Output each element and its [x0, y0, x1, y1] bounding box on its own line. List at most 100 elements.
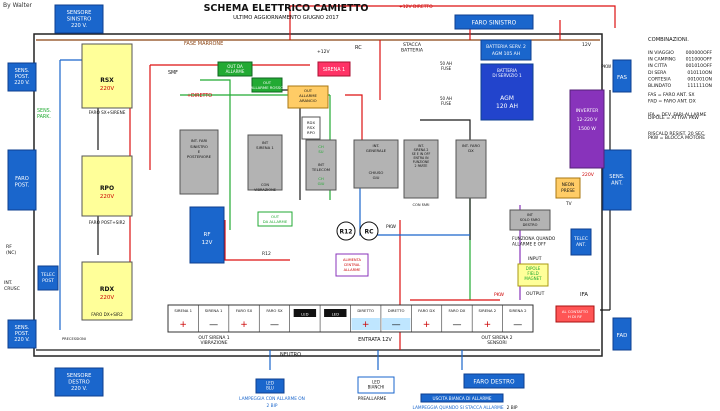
alimenta-central-box [335, 253, 369, 277]
inverter-12v-label: 12V [582, 42, 592, 48]
terminal-polarity: — [452, 320, 461, 330]
led-bianchi-box [357, 376, 395, 394]
inverter-220v-label: 220V [582, 172, 595, 178]
combination-code: 010110ON [687, 70, 712, 76]
combination-code: 111111ON [687, 83, 712, 89]
battery-serv2 [480, 39, 532, 61]
terminal-diretto-mark [381, 318, 411, 330]
svg-text:220V: 220V [100, 86, 114, 92]
terminal-diretto-mark [351, 318, 380, 330]
combination-label: IN CAMPING [648, 57, 676, 63]
battery-serv1 [480, 63, 534, 121]
rc-label: RC [355, 45, 362, 51]
terminal-label: SIRENA 2 [509, 308, 527, 313]
sirena1-box [317, 61, 351, 77]
pkw-bottom-label: PKW [494, 292, 505, 298]
sens-post-bottom-box [7, 319, 37, 349]
fad-box [612, 317, 632, 351]
combination-label: CORTESIA [648, 76, 672, 82]
sens-ant-box [602, 149, 632, 211]
relay-rf-label: RF [204, 232, 211, 238]
terminal-led-mark [324, 309, 347, 317]
terminal-label: FARO DX [449, 308, 466, 313]
combination-note: FAD = FARO ANT. DX [648, 99, 696, 105]
sensore-sinistro-box [54, 4, 104, 34]
fas-label: FAS [617, 75, 627, 81]
int-crusc-label: INT.CRUSC [4, 280, 20, 292]
ifa-label: IFA [580, 292, 588, 298]
combination-code: 001001ON [687, 76, 712, 82]
faro-destro-label: FARO DESTRO [473, 380, 515, 386]
svg-text:RSX: RSX [100, 77, 114, 84]
sens-post-top-box [7, 62, 37, 92]
svg-text:FARO DX+SIR2: FARO DX+SIR2 [91, 312, 123, 317]
terminal-polarity: — [209, 320, 218, 330]
output-label: OUTPUT [526, 291, 545, 297]
page-subtitle: ULTIMO AGGIORNAMENTO GIUGNO 2017 [233, 15, 339, 21]
terminal-polarity: + [423, 320, 431, 330]
relay-rpo: RPO 220V FARO POST+SIR2 [81, 155, 133, 225]
out-da-allarme-mid-box [257, 211, 293, 227]
sens-post-bottom-label: SENS.POST.220 V. [14, 325, 30, 343]
lampeggia-on-label: LAMPEGGIA CON ALLARME ON [239, 396, 305, 402]
plus-12v-label: +12V [317, 49, 330, 55]
telec-ant-box [570, 228, 592, 256]
page-title: SCHEMA ELETTRICO CAMIETTO [204, 3, 369, 14]
svg-text:RDX: RDX [100, 286, 115, 293]
relay-rsx: RSX 220V FARO SX+SIRENE [81, 43, 133, 115]
combination-note: DIPOLE = ATTIVA PKW [648, 115, 699, 121]
preallarme-label: PREALLARME [358, 396, 387, 402]
terminal-label: FARO SX [266, 308, 283, 313]
combination-code: 011000OFF [686, 57, 713, 63]
combination-note: IFA = DEV. FARI-ALLARME [648, 112, 707, 118]
combination-label: IN VIAGGIO [648, 50, 674, 56]
tv-label: TV [565, 201, 572, 207]
terminal-label: LED [301, 312, 309, 317]
terminal-label: SIRENA 1 [205, 308, 223, 313]
svg-text:CON FARI: CON FARI [413, 203, 430, 207]
terminal-label: FARO DX [418, 308, 435, 313]
ifa-note-box [555, 305, 595, 323]
inverter-box [569, 89, 605, 169]
faro-sinistro-box [454, 14, 534, 30]
terminal-polarity: + [240, 320, 248, 330]
sensore-destro-box [54, 367, 104, 397]
svg-text:220V: 220V [100, 295, 114, 301]
pkw-mid-label: PKW [386, 224, 397, 230]
r12b-label: R12 [262, 251, 271, 257]
r12-circle-label: R12 [340, 229, 353, 236]
dodici-diretto-label: +12V DIRETTO [399, 4, 433, 10]
telec-post-box [37, 265, 59, 291]
terminal-label: DIRETTO [388, 308, 405, 313]
input-label: INPUT [528, 256, 542, 262]
